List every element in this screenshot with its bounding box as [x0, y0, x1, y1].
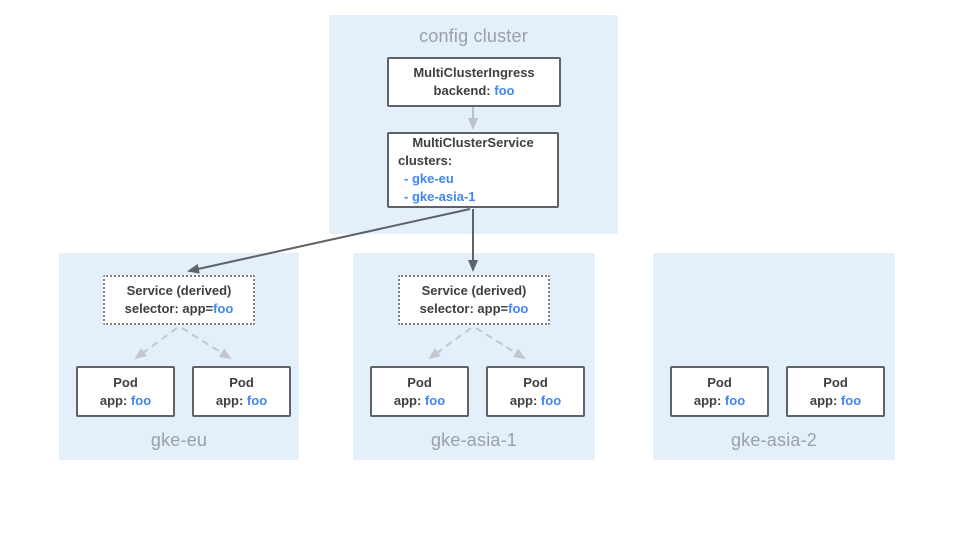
selector-label: selector: app= — [419, 301, 509, 316]
app-label: app: — [693, 392, 722, 408]
pod-app-line: app: foo — [788, 392, 883, 410]
app-value: foo — [840, 392, 862, 408]
pod-box: Pod app: foo — [670, 366, 769, 417]
pod-box: Pod app: foo — [486, 366, 585, 417]
mcs-cluster-item-gke-eu: - gke-eu — [404, 171, 454, 186]
cluster-label-gke-asia-1: gke-asia-1 — [430, 430, 518, 450]
pod-box: Pod app: foo — [76, 366, 175, 417]
backend-value: foo — [494, 83, 515, 98]
derived-service-title: Service (derived) — [421, 283, 527, 298]
app-value: foo — [540, 392, 562, 408]
pod-app-line: app: foo — [672, 392, 767, 410]
app-value: foo — [130, 392, 152, 408]
pod-box: Pod app: foo — [370, 366, 469, 417]
cluster-label-gke-eu: gke-eu — [150, 430, 208, 450]
selector-value: foo — [508, 301, 529, 316]
pod-title: Pod — [407, 374, 432, 390]
app-label: app: — [509, 392, 538, 408]
pod-title: Pod — [707, 374, 732, 390]
app-label: app: — [99, 392, 128, 408]
multicluster-ingress-title: MultiClusterIngress — [413, 65, 535, 80]
mcs-cluster-item-gke-asia-1: - gke-asia-1 — [404, 189, 476, 204]
derived-service-box-gke-eu: Service (derived) selector: app=foo — [103, 275, 255, 325]
derived-service-selector-line: selector: app=foo — [400, 300, 548, 318]
config-cluster: config cluster MultiClusterIngress backe… — [329, 15, 618, 234]
selector-label: selector: app= — [124, 301, 214, 316]
multicluster-ingress-backend-line: backend: foo — [389, 82, 559, 100]
pod-app-line: app: foo — [78, 392, 173, 410]
app-label: app: — [809, 392, 838, 408]
app-label: app: — [215, 392, 244, 408]
pod-title: Pod — [229, 374, 254, 390]
cluster-gke-asia-2: Pod app: foo Pod app: foo gke-asia-2 — [653, 253, 895, 460]
backend-label: backend: — [433, 83, 491, 98]
pod-box: Pod app: foo — [786, 366, 885, 417]
config-cluster-label: config cluster — [419, 26, 528, 46]
app-value: foo — [724, 392, 746, 408]
pod-app-line: app: foo — [488, 392, 583, 410]
multicluster-service-box: MultiClusterService clusters: - gke-eu -… — [387, 132, 559, 208]
derived-service-title: Service (derived) — [126, 283, 232, 298]
cluster-label-gke-asia-2: gke-asia-2 — [730, 430, 818, 450]
pod-app-line: app: foo — [194, 392, 289, 410]
pod-app-line: app: foo — [372, 392, 467, 410]
pod-title: Pod — [523, 374, 548, 390]
cluster-gke-asia-1: Service (derived) selector: app=foo Pod … — [353, 253, 595, 460]
app-label: app: — [393, 392, 422, 408]
multicluster-ingress-box: MultiClusterIngress backend: foo — [387, 57, 561, 107]
app-value: foo — [246, 392, 268, 408]
mcs-clusters-label: clusters: — [398, 153, 453, 168]
multicluster-service-title: MultiClusterService — [412, 135, 534, 150]
derived-service-box-gke-asia-1: Service (derived) selector: app=foo — [398, 275, 550, 325]
pod-box: Pod app: foo — [192, 366, 291, 417]
cluster-gke-eu: Service (derived) selector: app=foo Pod … — [59, 253, 299, 460]
selector-value: foo — [213, 301, 234, 316]
app-value: foo — [424, 392, 446, 408]
pod-title: Pod — [823, 374, 848, 390]
derived-service-selector-line: selector: app=foo — [105, 300, 253, 318]
pod-title: Pod — [113, 374, 138, 390]
